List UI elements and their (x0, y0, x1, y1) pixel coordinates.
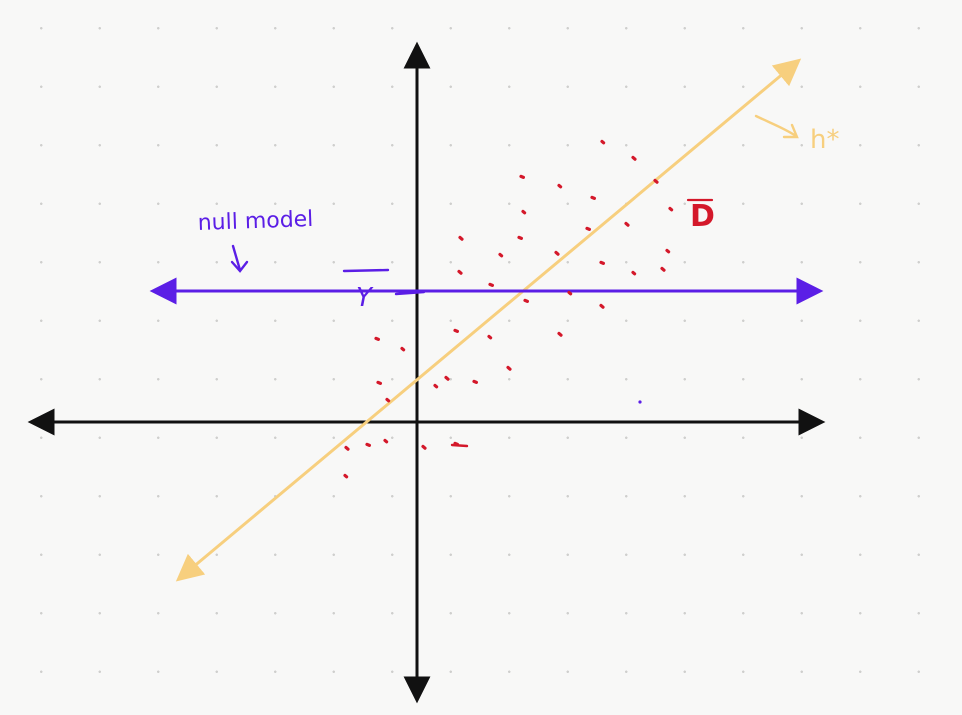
data-point (457, 269, 463, 275)
stray-dot (638, 400, 642, 404)
data-point (668, 206, 674, 212)
data-point (487, 334, 493, 340)
y-bar-text: Y (356, 283, 374, 313)
data-point (444, 375, 450, 381)
data-point (521, 209, 527, 215)
data-point (600, 139, 606, 145)
data-point (665, 248, 671, 254)
arrow-right-icon (754, 114, 799, 139)
null-model-label: null model (197, 207, 313, 236)
data-point (554, 250, 560, 256)
arrow-down-icon (230, 244, 249, 273)
data-point (498, 252, 504, 258)
h-star-label: h* (810, 125, 839, 155)
dataset-label: D (690, 199, 715, 234)
data-point (567, 290, 573, 296)
data-point (374, 336, 380, 341)
data-point (519, 174, 525, 179)
data-point (590, 195, 596, 200)
data-point (631, 270, 637, 276)
data-point (557, 183, 563, 189)
data-point (660, 266, 666, 272)
data-point (433, 383, 439, 389)
data-point (385, 397, 391, 403)
data-point (376, 380, 382, 385)
data-point (599, 260, 605, 265)
data-point (344, 445, 350, 451)
data-point (453, 328, 459, 333)
data-point (365, 442, 371, 447)
data-point (631, 155, 637, 161)
data-point (472, 379, 478, 384)
data-point (599, 303, 605, 309)
data-point (343, 473, 349, 479)
data-point (450, 443, 469, 448)
data-point (653, 178, 659, 184)
data-point (517, 235, 523, 240)
data-point (506, 365, 512, 371)
data-point (383, 438, 389, 444)
data-point (624, 221, 630, 227)
data-point (585, 226, 591, 231)
data-point (523, 298, 529, 303)
data-points (343, 139, 674, 479)
data-point (488, 282, 494, 287)
data-point (400, 346, 406, 352)
regression-line (175, 58, 802, 582)
data-point (557, 331, 563, 337)
y-bar-label: Y (342, 268, 426, 313)
data-point (421, 444, 427, 450)
data-point (458, 235, 464, 241)
